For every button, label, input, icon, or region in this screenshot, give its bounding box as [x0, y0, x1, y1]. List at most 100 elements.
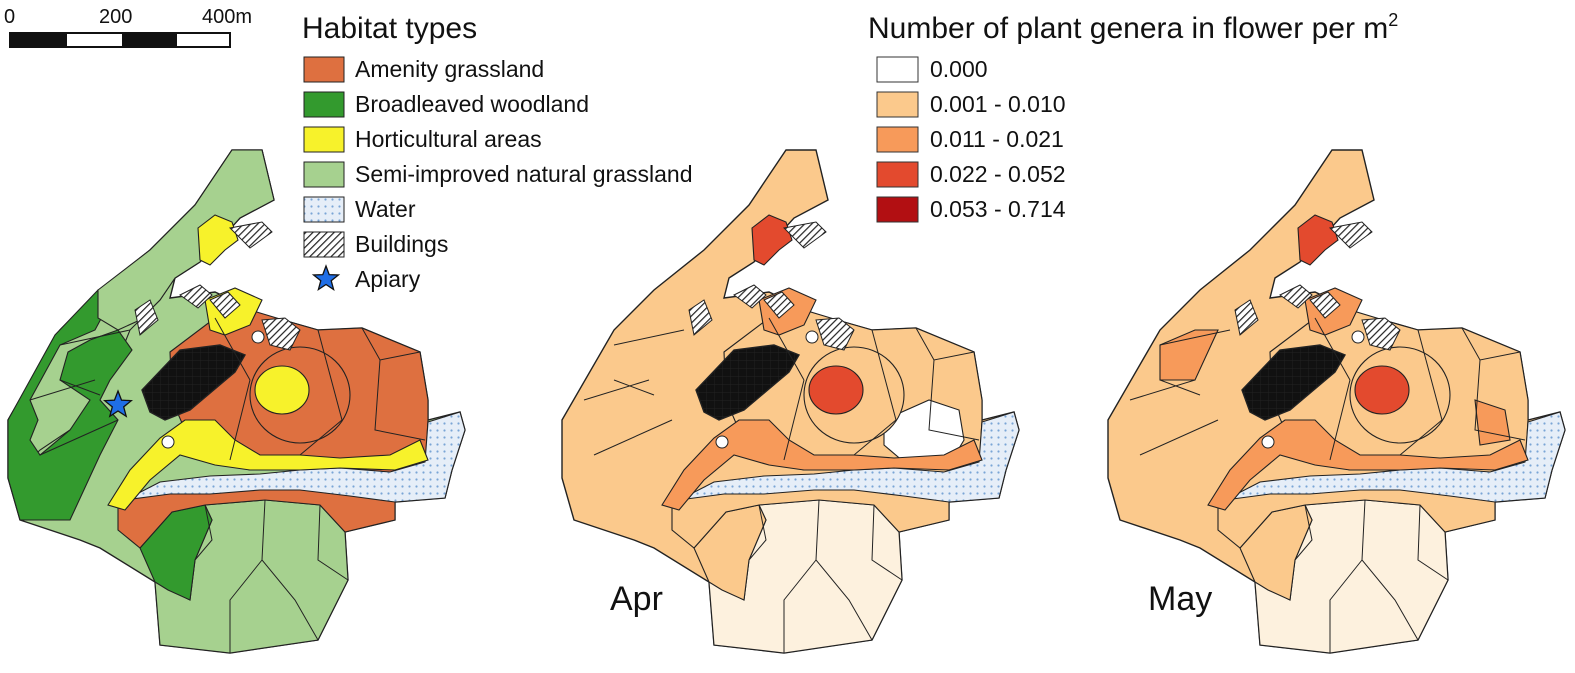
habitat-legend-label-buildings: Buildings	[355, 231, 448, 257]
scale-tick-400m: 400m	[202, 6, 252, 28]
density-legend-item-3: 0.022 - 0.052	[876, 161, 1066, 188]
field-boundary-12	[783, 559, 817, 653]
density-legend-item-0: 0.000	[876, 56, 988, 83]
habitat-legend-label-seminat: Semi-improved natural grassland	[355, 161, 693, 187]
roundabout-1	[805, 330, 819, 344]
density-swatch-3	[876, 161, 919, 188]
density-legend-title-text: Number of plant genera in flower per m	[868, 12, 1388, 45]
field-boundary-1	[1129, 379, 1196, 401]
central-ellipse	[808, 365, 864, 415]
field-boundary-2	[613, 379, 655, 396]
habitat-legend-label-water: Water	[355, 196, 416, 222]
building-2	[1234, 299, 1259, 336]
density-legend: Number of plant genera in flower per m2 …	[868, 10, 1398, 223]
horticultural-strip	[1207, 419, 1529, 511]
habitat-swatch-water	[303, 196, 345, 223]
field-boundary-8	[229, 379, 251, 461]
density-legend-item-2: 0.011 - 0.021	[876, 126, 1064, 153]
field-boundary-4	[214, 317, 251, 381]
building-3	[763, 291, 795, 319]
building-1	[179, 284, 213, 309]
map-habitat-types	[7, 149, 466, 654]
walled-garden-grid	[1241, 344, 1347, 421]
scale-bar: 0 200 400m	[4, 6, 252, 48]
building-4	[815, 317, 855, 351]
field-boundary-3	[39, 419, 119, 456]
map-label-apr: Apr	[610, 580, 663, 618]
field-boundary-1	[29, 379, 96, 401]
density-zone-east-mid	[1474, 399, 1511, 446]
field-boundary-7	[928, 359, 980, 441]
habitat-legend-item-apiary: Apiary	[311, 264, 421, 292]
map-label-may: May	[1148, 580, 1212, 618]
scale-tick-0: 0	[4, 6, 15, 28]
habitat-legend-item-water: Water	[303, 196, 416, 223]
field-boundary-2	[59, 379, 101, 396]
field-boundary-9	[299, 419, 343, 456]
habitat-legend-item-amenity: Amenity grassland	[303, 56, 544, 83]
apiary-star-icon	[311, 264, 341, 291]
field-boundary-5	[1417, 329, 1443, 421]
map-may	[1107, 149, 1566, 654]
field-boundary-0	[613, 329, 685, 346]
walled-garden-grid	[141, 344, 247, 421]
habitat-legend-label-hort: Horticultural areas	[355, 126, 542, 152]
horticultural-northeast	[197, 214, 239, 266]
density-legend-item-4: 0.053 - 0.714	[876, 196, 1066, 223]
habitat-swatch-woodland	[303, 91, 345, 118]
density-swatch-2	[876, 126, 919, 153]
field-boundary-1	[583, 379, 650, 401]
roundabout-0	[161, 435, 175, 449]
field-boundary-5	[317, 329, 343, 421]
density-swatch-4	[876, 196, 919, 223]
density-legend-label-4: 0.053 - 0.714	[930, 196, 1066, 222]
field-boundary-9	[853, 419, 897, 456]
field-boundary-12	[1329, 559, 1363, 653]
water-body	[124, 411, 466, 503]
field-boundary-4	[768, 317, 805, 381]
habitat-legend-item-seminat: Semi-improved natural grassland	[303, 161, 693, 188]
walled-garden-grid	[695, 344, 801, 421]
habitat-legend-item-hort: Horticultural areas	[303, 126, 542, 153]
field-boundary-11	[815, 499, 873, 641]
density-swatch-0	[876, 56, 919, 83]
roundabout-1	[1351, 330, 1365, 344]
habitat-legend-label-amenity: Amenity grassland	[355, 56, 544, 82]
field-boundary-10	[1294, 504, 1313, 561]
habitat-swatch-hort	[303, 126, 345, 153]
field-boundary-13	[1417, 504, 1449, 581]
walled-garden	[141, 344, 247, 421]
building-3	[1309, 291, 1341, 319]
water-body	[678, 411, 1020, 503]
field-boundary-7	[374, 359, 426, 441]
horticultural-strip	[661, 419, 983, 511]
habitat-swatch-seminat	[303, 161, 345, 188]
density-legend-title: Number of plant genera in flower per m2	[868, 10, 1398, 45]
walled-garden	[1241, 344, 1347, 421]
field-boundary-9	[1399, 419, 1443, 456]
field-boundary-3	[1139, 419, 1219, 456]
field-boundary-4	[1314, 317, 1351, 381]
roundabout-0	[1261, 435, 1275, 449]
field-boundary-8	[1329, 379, 1351, 461]
horticultural-strip	[107, 419, 429, 511]
field-boundary-12	[229, 559, 263, 653]
field-boundary-13	[317, 504, 349, 581]
building-2	[134, 299, 159, 336]
density-legend-label-1: 0.001 - 0.010	[930, 91, 1066, 117]
building-0	[782, 221, 827, 249]
building-3	[209, 291, 241, 319]
building-2	[688, 299, 713, 336]
field-boundary-11	[1361, 499, 1419, 641]
density-zone-west-mid	[1159, 329, 1219, 381]
field-boundary-7	[1474, 359, 1526, 441]
habitat-legend-label-woodland: Broadleaved woodland	[355, 91, 589, 117]
walled-garden	[695, 344, 801, 421]
field-boundary-3	[593, 419, 673, 456]
habitat-legend: Habitat types Amenity grasslandBroadleav…	[302, 12, 693, 292]
field-boundary-13	[871, 504, 903, 581]
roundabout-0	[715, 435, 729, 449]
horticultural-northeast	[751, 214, 793, 266]
building-1	[733, 284, 767, 309]
